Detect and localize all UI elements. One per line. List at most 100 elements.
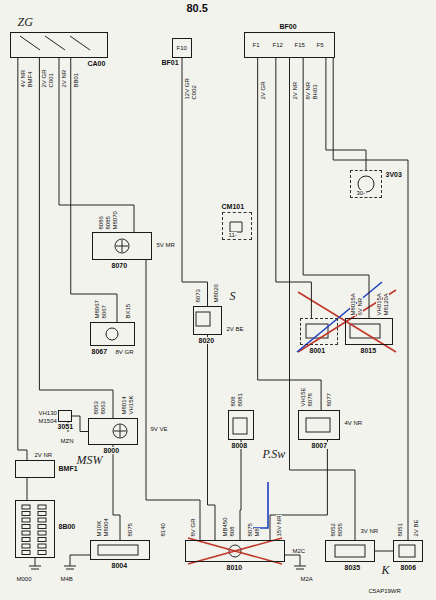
connector-symbol — [230, 222, 242, 232]
component-box: 8015 — [345, 318, 393, 345]
pin — [22, 505, 30, 509]
component-box: 8035 — [325, 540, 375, 562]
wire — [240, 440, 241, 540]
component-box: 8008 — [228, 410, 254, 440]
component-id: 8006 — [400, 564, 417, 571]
pin — [38, 505, 46, 509]
component-box: ZGCA00 — [10, 32, 108, 58]
wire-label: 2V BE — [226, 326, 244, 332]
motor-symbol — [106, 328, 118, 340]
component-box: BF01F10 — [172, 38, 192, 58]
wire-label: M10K — [96, 520, 102, 537]
component-box: 8007 — [298, 410, 340, 440]
wire-label: BH03 — [312, 84, 318, 100]
pin — [38, 525, 46, 529]
cross-mark — [188, 538, 282, 564]
wire — [326, 58, 366, 170]
component-id: 8015 — [360, 347, 377, 354]
pin — [38, 512, 46, 516]
component-id: 8007 — [311, 442, 328, 449]
wire-label: 5V MR — [156, 242, 175, 248]
handwritten-note: P.Sw — [262, 448, 286, 460]
wire — [290, 58, 356, 540]
wire — [182, 58, 208, 306]
wire-label: VH15K — [128, 395, 134, 415]
wire-label: M2A — [300, 576, 313, 582]
pin — [38, 531, 46, 535]
component-id: 8020 — [198, 337, 215, 344]
handwritten-note: ZG — [17, 16, 33, 28]
wire-label: 8073 — [195, 289, 201, 303]
wire — [208, 335, 216, 540]
wire — [333, 58, 408, 540]
cross-mark — [298, 290, 396, 352]
pin — [22, 544, 30, 548]
switch-contacts — [20, 36, 90, 50]
wire-label: 808 — [230, 396, 236, 407]
wire — [71, 58, 117, 322]
wire-label: M2C — [292, 548, 306, 554]
ground-symbol — [29, 558, 41, 569]
component-id: 8067 — [91, 348, 108, 355]
component-box: 8070 — [92, 232, 152, 260]
wire — [27, 478, 28, 500]
sheet-number: 80.5 — [186, 3, 208, 14]
connector-pins — [22, 505, 46, 555]
wire-label: VH130 — [38, 410, 57, 416]
component-box: BMF1 — [15, 460, 55, 478]
wire — [303, 58, 369, 318]
ground-wires — [29, 422, 393, 569]
component-id: 8070 — [111, 262, 128, 269]
wire-label: M8070 — [112, 211, 118, 230]
ground-symbol — [64, 555, 90, 569]
wire-label: 8085 — [105, 216, 111, 230]
wire-label: 8067 — [101, 305, 107, 319]
pin — [22, 551, 30, 555]
wire-label: 12V GR — [184, 78, 190, 100]
pin — [22, 512, 30, 516]
wire-label: 8075 — [127, 523, 133, 537]
wire-label: VH15E — [300, 387, 306, 407]
wire-label: 8077 — [326, 393, 332, 407]
wire-label: 8081 — [237, 393, 243, 407]
module-symbol — [335, 545, 365, 557]
wire-label: 4V NR — [20, 69, 26, 88]
fan-symbol — [115, 239, 129, 253]
wire-label: MZN — [60, 438, 74, 444]
wire-label: 8053 — [93, 401, 99, 415]
component-box: 8006 — [393, 540, 423, 562]
wire-label: C002 — [191, 85, 197, 100]
pin — [38, 544, 46, 548]
wire — [375, 551, 393, 552]
wire-label: 8051 — [397, 523, 403, 537]
wire-label: 2V GR — [41, 69, 47, 88]
component-symbols — [20, 36, 415, 557]
component-id: CA00 — [87, 60, 106, 67]
pin — [38, 551, 46, 555]
wire-label: F15 — [294, 42, 305, 48]
pen-line — [248, 482, 268, 528]
component-id: BMF1 — [58, 465, 78, 472]
wire-label: 2V NR — [34, 452, 53, 458]
wire-label: 6V NR — [357, 297, 363, 316]
component-id: 8035 — [344, 564, 361, 571]
component-id: 3V03 — [385, 171, 402, 178]
component-id: CM101 — [221, 203, 245, 210]
relay-symbol — [233, 418, 247, 434]
wire-label: F12 — [272, 42, 283, 48]
wire-label: 30- — [356, 190, 366, 196]
wire-label: BX15 — [125, 303, 131, 319]
wire-label: 8V NR — [305, 81, 311, 100]
wire-label: 8052 — [330, 523, 336, 537]
wire-label: BMF4 — [27, 71, 33, 88]
wire — [59, 58, 134, 232]
component-id: BF01 — [161, 59, 179, 66]
component-id: 8004 — [111, 562, 128, 569]
wire-label: M8004 — [103, 518, 109, 537]
wire-label: 2V BE — [413, 519, 419, 537]
component-id: 8001 — [309, 347, 326, 354]
fan-symbol — [113, 424, 127, 438]
wire-label: M1504 — [38, 418, 57, 424]
wire — [113, 445, 120, 540]
